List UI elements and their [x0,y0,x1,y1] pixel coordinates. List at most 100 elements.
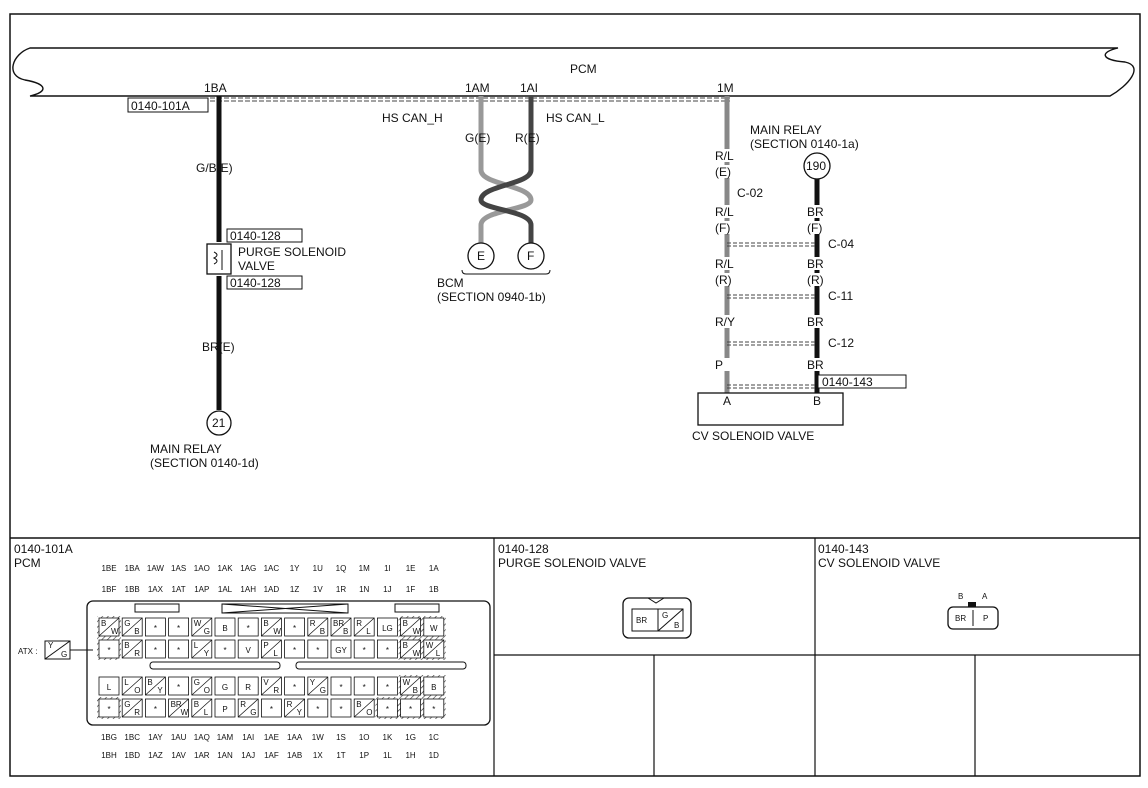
cavity-color: B [222,624,227,633]
cv-connector-label: C-11 [828,289,853,303]
cavity-color-1: B [194,700,199,709]
pin-number: 1R [336,585,346,594]
pin-number: 1AH [240,585,256,594]
pin-number: 1J [383,585,391,594]
cavity [284,676,306,696]
cavity-color-2: Y [157,686,163,695]
cavity-color-2: W [273,627,281,636]
pin-number: 1AG [240,564,256,573]
pin-number: 1AM [217,733,234,742]
can-h-label: HS CAN_H [382,111,443,125]
cavity-color: GY [335,646,347,655]
cv-right-wire-label: BR [807,205,824,219]
atx-pin-g: G [61,650,67,659]
pin-number: 1AV [171,751,186,760]
pin-number: 1X [313,751,323,760]
cavity-color-1: W [403,678,411,687]
cavity-color: * [316,705,319,714]
cavity-color-2: G [204,627,210,636]
cavity-color-1: R [356,619,362,628]
panel-pcm-code: 0140-101A [14,542,73,556]
cavity-color: * [293,683,296,692]
cavity [330,639,352,659]
pin-number: 1AO [194,564,210,573]
cv-right-wire-label: (F) [807,221,822,235]
cavity-color-1: G [124,619,130,628]
cv-pin-a: A [723,394,731,408]
cavity-color-1: P [263,641,268,650]
pin-number: 1AL [218,585,233,594]
cavity-color-2: R [134,708,140,717]
cv-connector-ref: 0140-143 [822,375,873,389]
purge-wire-bottom-label: BR(E) [202,340,235,354]
cavity-color-2: L [273,649,278,658]
cavity [400,698,422,718]
cavity [330,698,352,718]
cavity-color-2: B [134,627,139,636]
cv-pin-top-b: B [958,592,963,601]
cavity-color-1: G [124,700,130,709]
pin-number: 1AU [171,733,187,742]
pin-number: 1AI [242,733,254,742]
terminal-f-label: F [527,249,534,263]
cavity-color: * [177,646,180,655]
terminal-21-icon [206,410,232,436]
cavity [214,698,236,718]
pin-number: 1L [383,751,392,760]
pin-number: 1B [429,585,439,594]
terminal-190-icon [803,152,831,180]
pin-1ai-label: 1AI [520,81,538,95]
cavity-color-1: V [263,678,269,687]
cavity [307,698,329,718]
cavity [423,698,445,718]
cavity-color-2: R [273,686,279,695]
cavity [260,698,282,718]
cavity [284,617,306,637]
pin-number: 1U [313,564,323,573]
pin-number: 1BA [125,564,141,573]
pin-number: 1BD [124,751,140,760]
cavity [376,617,398,637]
pcm-label: PCM [570,62,597,76]
bcm-dest-line1: BCM [437,276,464,290]
cavity [144,639,166,659]
cv-pin-br: BR [955,614,966,623]
pin-number: 1AJ [241,751,255,760]
cv-left-wire-label: (F) [715,221,730,235]
cavity [98,639,120,659]
cavity-color: * [247,624,250,633]
atx-label: ATX : [18,647,37,656]
cavity [423,676,445,696]
cv-left-wire-label: P [715,358,723,372]
pin-number: 1AQ [194,733,210,742]
pin-number: 1AR [194,751,210,760]
pin-1ba-label: 1BA [204,81,227,95]
cavity-color-1: W [426,641,434,650]
cv-left-wire-label: R/L [715,149,734,163]
panel-cv-name: CV SOLENOID VALVE [818,556,940,570]
can-l-wire-label: R(E) [515,131,540,145]
pin-number: 1AC [264,564,280,573]
pin-number: 1C [429,733,439,742]
terminal-f-icon [517,242,545,270]
cavity-color: G [222,683,228,692]
pin-number: 1O [359,733,370,742]
can-l-wire [478,96,534,243]
pin-number: 1AA [287,733,303,742]
cavity [214,676,236,696]
pin-1am-label: 1AM [465,81,490,95]
cavity-color-2: O [134,686,140,695]
cavity-color-2: R [134,649,140,658]
cavity-color-2: O [204,686,210,695]
cavity-color-1: BR [171,700,182,709]
cavity-color: * [177,624,180,633]
cavity [376,639,398,659]
pin-number: 1AW [147,564,164,573]
pin-number: 1AS [171,564,186,573]
pin-number: 1BB [125,585,140,594]
pin-number: 1BG [101,733,117,742]
cavity-color: * [293,624,296,633]
cv-connector-label: C-02 [737,186,763,200]
pin-number: 1AP [194,585,209,594]
cavity-color: * [363,683,366,692]
